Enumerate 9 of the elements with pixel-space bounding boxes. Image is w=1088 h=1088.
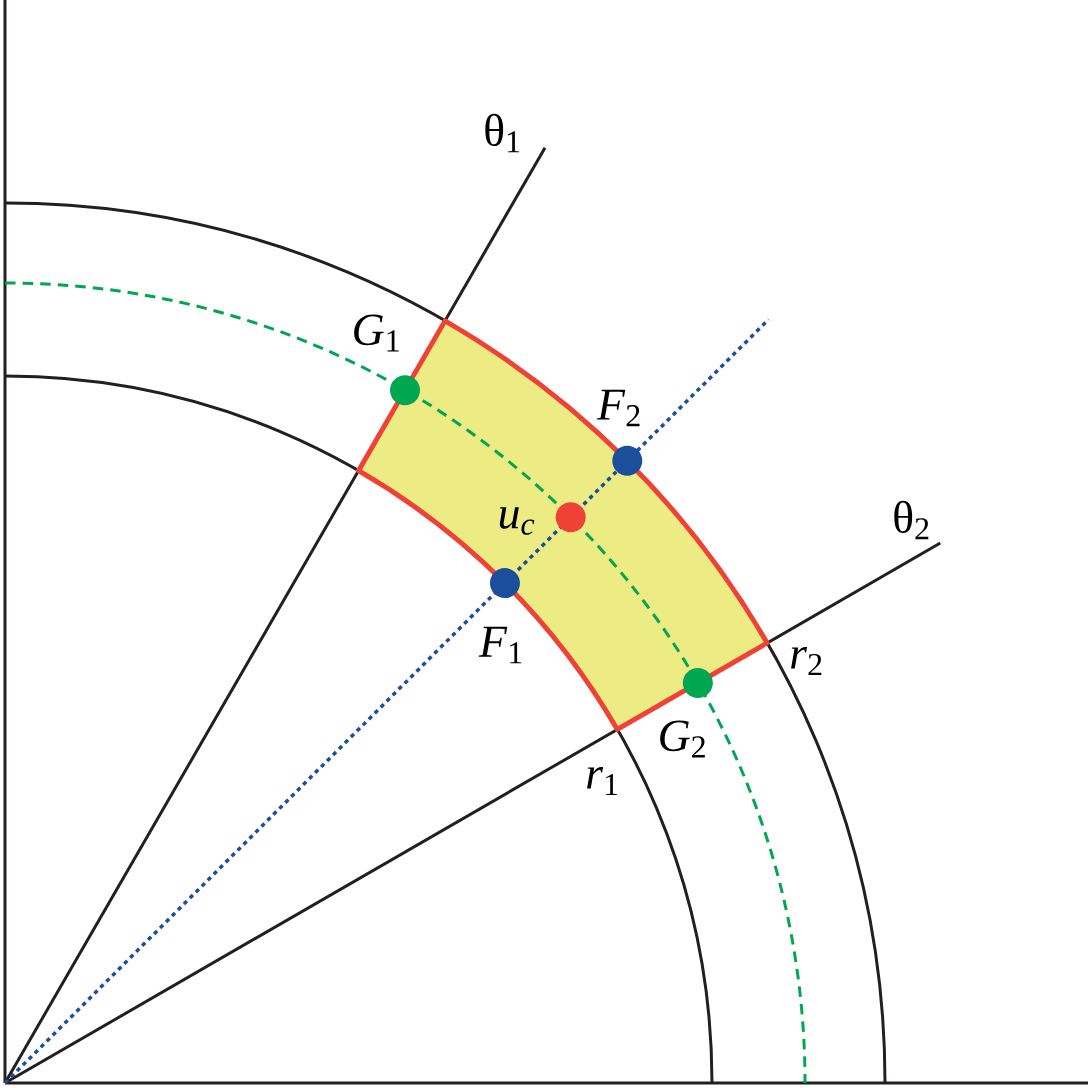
point-label: G$_{1}$ bbox=[354, 314, 399, 352]
radius-label: r$_{1}$ bbox=[587, 766, 618, 796]
point-label: F$_{1}$ bbox=[478, 626, 522, 664]
angle-label: θ$_{1}$ bbox=[485, 113, 520, 153]
point-label: F$_{2}$ bbox=[596, 389, 640, 427]
angle-label: θ$_{2}$ bbox=[894, 500, 929, 540]
point-label: G$_{2}$ bbox=[660, 720, 705, 758]
radius-label: r$_{2}$ bbox=[791, 646, 822, 676]
point-label: u$_{c}$ bbox=[499, 507, 535, 535]
